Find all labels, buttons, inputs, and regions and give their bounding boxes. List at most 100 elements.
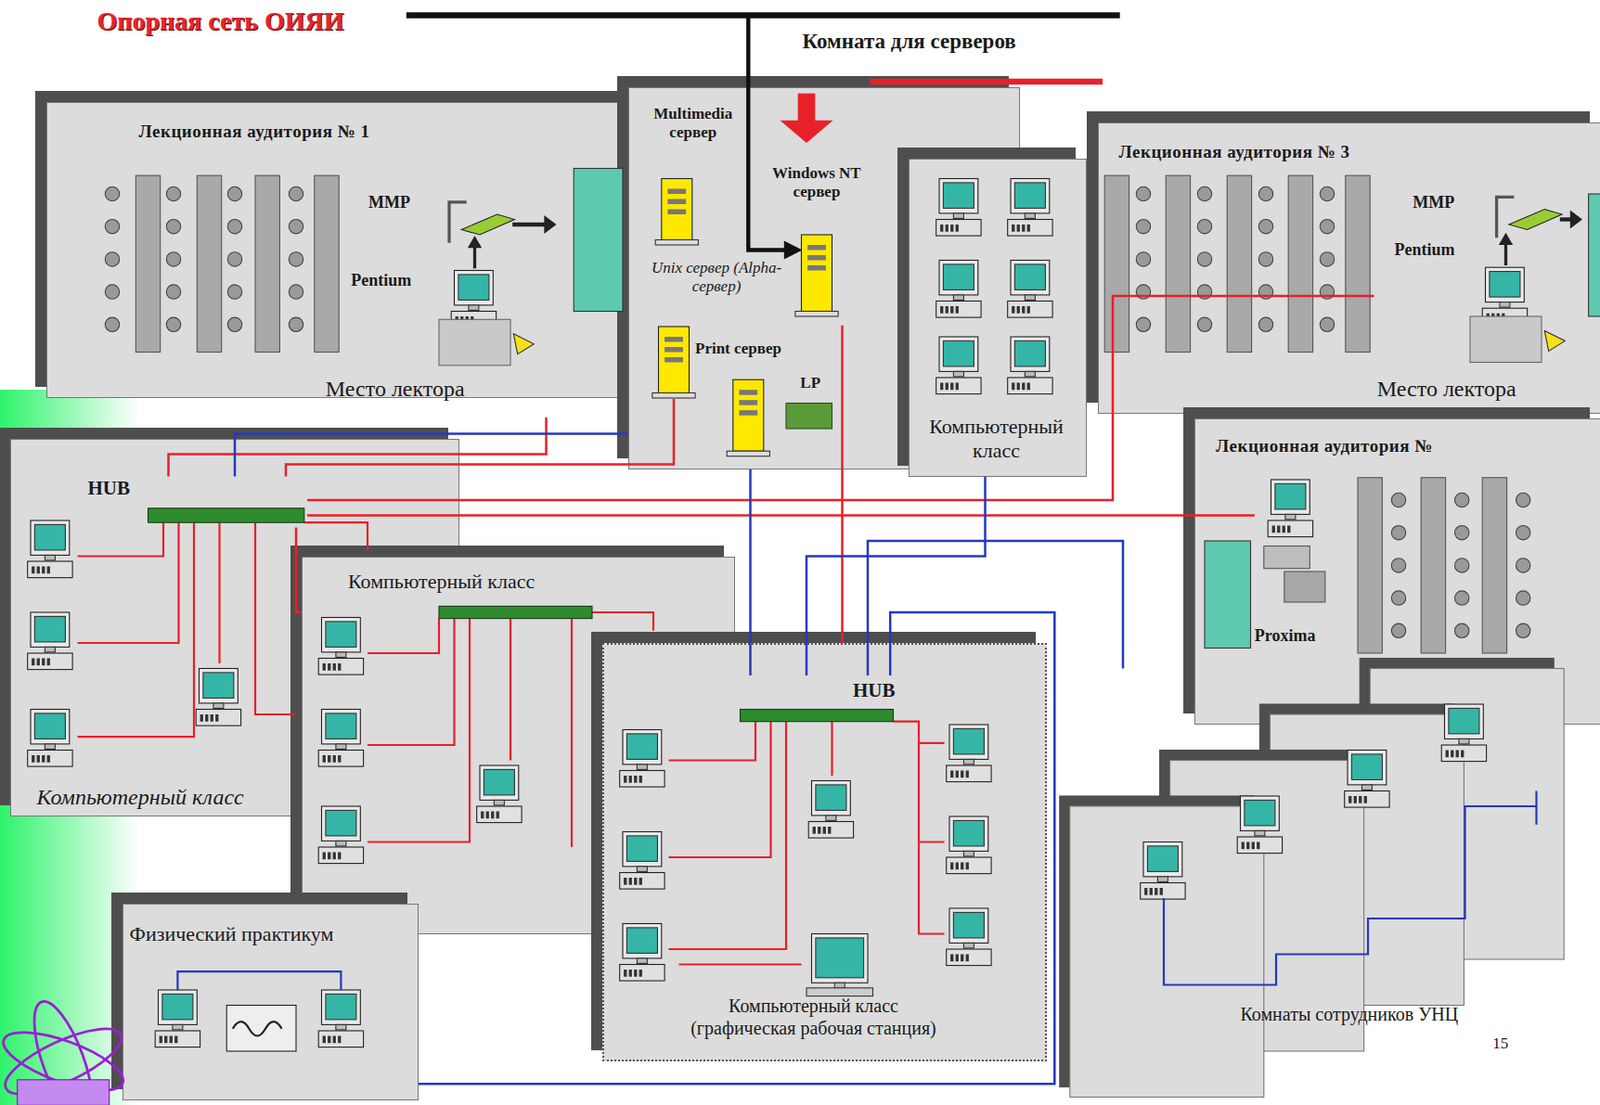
unit-slot <box>460 316 464 324</box>
server: Print сервер <box>654 325 824 400</box>
multimedia-projector <box>1509 209 1562 231</box>
monitor <box>949 816 989 852</box>
text-holder: Лекционная аудитория № <box>1215 436 1433 457</box>
desk-row <box>1357 477 1382 654</box>
node-title: Unix сервер (Alpha-сервер) <box>651 258 782 296</box>
monitor-stand <box>1254 830 1265 837</box>
room-panel <box>1269 714 1464 1007</box>
staff-wire-end <box>1535 791 1537 826</box>
monitor <box>812 934 869 984</box>
text-holder: Windows NT сервер <box>766 164 867 201</box>
seat <box>1135 252 1150 267</box>
seat <box>227 186 242 201</box>
seat <box>288 317 303 332</box>
monitor-stand <box>335 744 347 750</box>
system-unit <box>946 949 992 967</box>
tower-base <box>726 451 770 457</box>
unit-slot <box>333 663 336 671</box>
unit-slot <box>337 663 341 671</box>
class-wire <box>304 522 368 552</box>
unit-slot <box>322 755 326 763</box>
node-text: Pentium <box>350 270 412 290</box>
institute-logo <box>0 994 130 1105</box>
room-panel-shadow <box>1059 796 1254 1088</box>
desk-row <box>314 175 339 352</box>
monitor <box>1143 842 1183 878</box>
monitor-stand <box>1157 877 1168 883</box>
system-unit <box>451 311 496 329</box>
seat <box>1135 219 1150 234</box>
system-unit <box>477 806 522 824</box>
seat <box>104 186 119 201</box>
pointer-cursor <box>1544 330 1565 351</box>
system-unit <box>619 771 665 788</box>
monitor-stand <box>44 554 55 561</box>
seat <box>227 252 242 267</box>
unit-slot <box>470 316 474 324</box>
unit-slot <box>200 714 204 723</box>
network-cable <box>867 541 1123 676</box>
unit-slot <box>496 812 500 820</box>
system-unit <box>318 1031 363 1048</box>
node-title: Лекционная аудитория № <box>1215 436 1433 456</box>
unit-slot <box>1348 796 1352 804</box>
unit-slot <box>629 969 633 978</box>
seat <box>1135 186 1150 201</box>
unit-slot <box>1011 306 1015 314</box>
seat <box>227 317 242 332</box>
screen <box>203 672 234 699</box>
monitor <box>30 520 70 555</box>
illustration-group <box>0 15 1600 1105</box>
network-cable <box>307 296 1375 501</box>
unit-slot <box>322 852 326 861</box>
tower-case <box>658 326 690 394</box>
computer-icon <box>619 924 665 982</box>
seat <box>166 252 181 267</box>
screen <box>626 734 658 761</box>
monitor <box>939 179 979 214</box>
network-cable <box>285 399 674 478</box>
desk-row <box>196 175 221 352</box>
node-title: Print сервер <box>695 339 782 358</box>
line-printer <box>786 403 833 430</box>
computer-icon <box>27 520 73 579</box>
text-holder: Место лектора <box>325 376 465 402</box>
screen <box>626 928 658 955</box>
hub-bar <box>148 508 305 523</box>
unit-slot <box>455 316 459 324</box>
signal-arrow <box>473 245 477 269</box>
node-title: ММР <box>1412 193 1455 212</box>
monitor-stand <box>825 815 837 822</box>
screen <box>815 938 865 979</box>
unit-slot <box>966 771 969 779</box>
monitor-stand <box>636 764 647 771</box>
seat <box>288 284 303 299</box>
system-unit <box>318 658 363 676</box>
desk-row <box>1288 175 1313 352</box>
projection-arrow <box>1560 217 1573 221</box>
class-wire <box>918 743 945 843</box>
unit-slot <box>1445 750 1449 759</box>
server-tower <box>655 179 698 246</box>
node-title: HUB <box>88 477 131 500</box>
unit-slot <box>1486 313 1490 322</box>
unit-slot <box>47 755 51 763</box>
text-holder: Место лектора <box>1377 376 1517 402</box>
screen <box>325 993 357 1020</box>
unit-slot <box>37 658 40 667</box>
seat <box>1391 591 1406 606</box>
computer-icon <box>27 612 73 671</box>
unit-slot <box>945 383 949 391</box>
unit-slot <box>823 826 826 835</box>
text-holder: Unix сервер (Alpha-сервер) <box>650 258 784 296</box>
staff-rooms: Комнаты сотрудников УНЦ <box>1061 669 1511 1098</box>
tower-case <box>661 179 693 241</box>
monitor-stand <box>953 295 964 301</box>
desk-row <box>1420 477 1446 654</box>
seat <box>1319 317 1334 332</box>
unit-slot <box>1246 842 1250 851</box>
class-wire <box>570 619 573 848</box>
screen <box>942 264 974 291</box>
unit-slot <box>1027 224 1031 233</box>
computer-icon <box>946 724 992 783</box>
